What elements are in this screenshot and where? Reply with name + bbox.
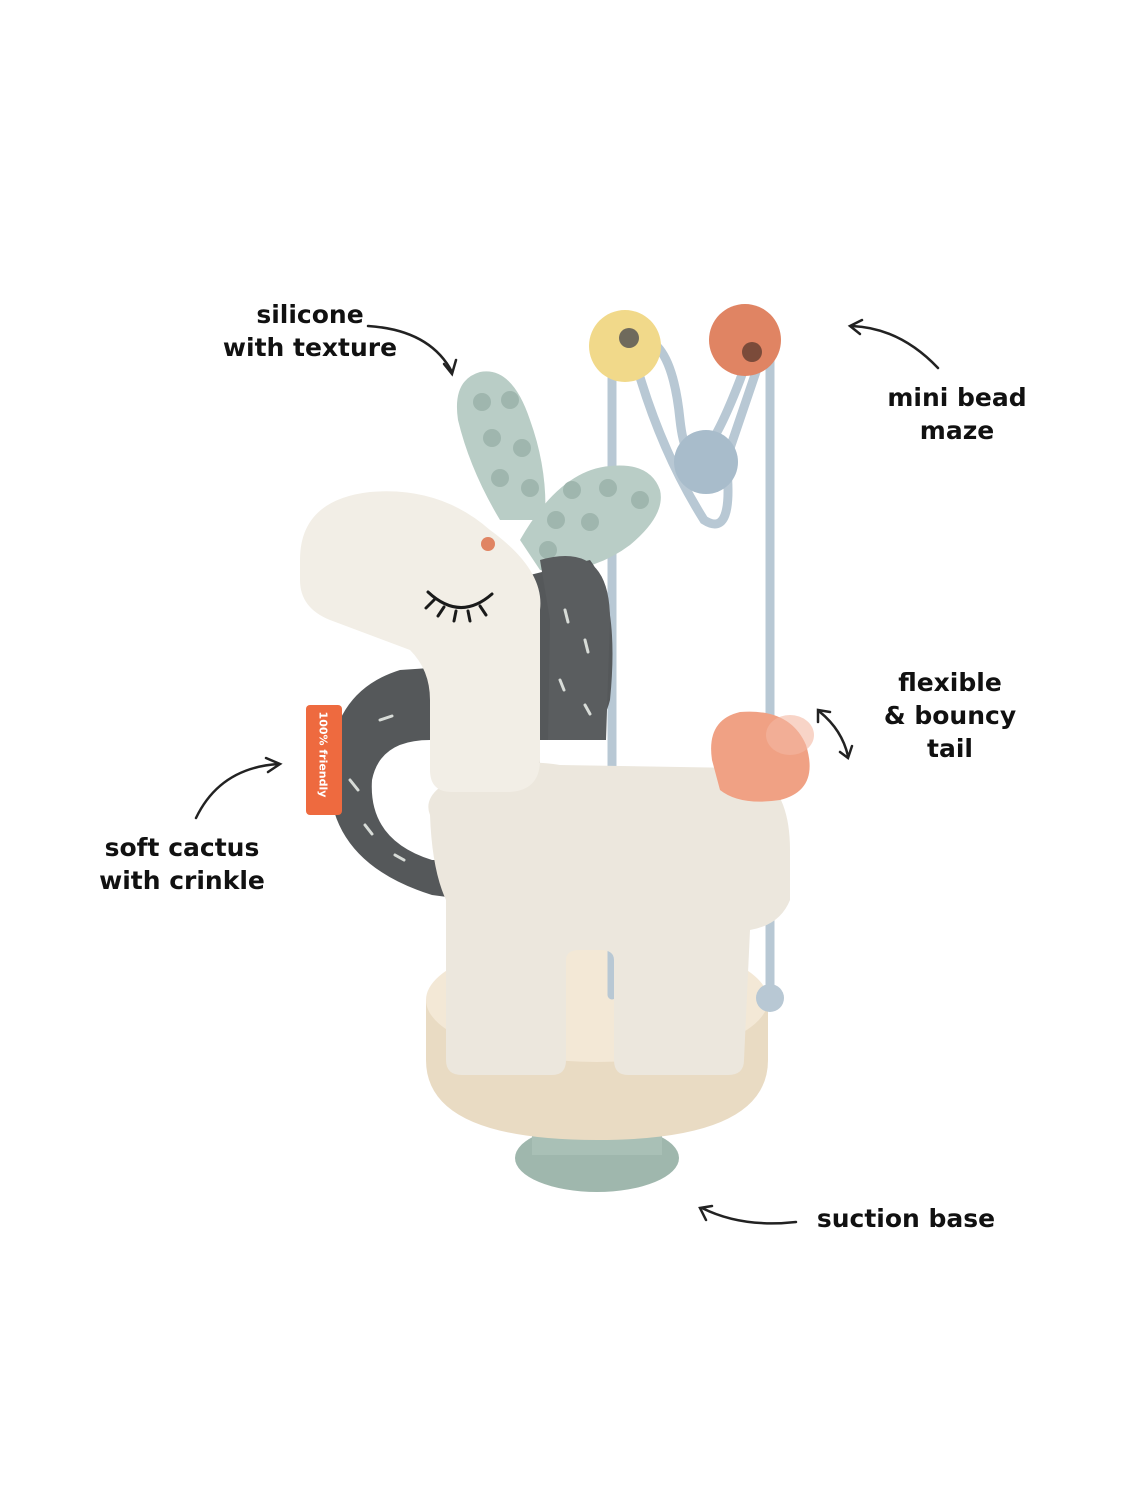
callout-tail-line1: flexible — [898, 668, 1002, 697]
yellow-bead-hole — [619, 328, 639, 348]
llama-head — [300, 491, 541, 792]
wire-foot — [756, 984, 784, 1012]
tail-motion-blur — [766, 715, 814, 755]
soft-cactus-arm — [540, 556, 610, 740]
arrow-bead-maze — [850, 324, 940, 370]
callout-bead-maze: mini bead maze — [872, 381, 1042, 447]
callout-suction-line1: suction base — [816, 1204, 996, 1233]
callout-silicone-line1: silicone — [256, 300, 364, 329]
orange-bead — [709, 304, 781, 376]
arrow-silicone — [366, 324, 454, 374]
cactus-stitches — [348, 608, 592, 862]
arrow-cactus — [194, 762, 280, 820]
blue-bead — [674, 430, 738, 494]
callout-suction: suction base — [806, 1202, 1006, 1235]
silicone-texture-dots — [473, 391, 649, 559]
callout-silicone: silicone with texture — [220, 298, 400, 364]
llama-closed-eye — [424, 590, 494, 623]
callout-bead-maze-line2: maze — [919, 416, 995, 445]
callout-arrows — [194, 318, 940, 1225]
callout-cactus-line1: soft cactus — [104, 833, 260, 862]
callout-tail-line2: & bouncy — [883, 701, 1017, 730]
callout-silicone-line2: with texture — [222, 333, 398, 362]
friendly-tag — [306, 705, 342, 815]
callout-bead-maze-line1: mini bead — [887, 383, 1027, 412]
arrow-tail — [818, 710, 850, 758]
arrow-suction — [700, 1206, 798, 1225]
orange-bead-hole — [742, 342, 762, 362]
llama-nose — [481, 537, 495, 551]
llama-body — [428, 762, 790, 1075]
callout-tail-line3: tail — [927, 734, 973, 763]
friendly-tag-label: 100% friendly — [316, 711, 330, 798]
callout-cactus: soft cactus with crinkle — [82, 831, 282, 897]
callout-cactus-line2: with crinkle — [99, 866, 265, 895]
callout-tail: flexible & bouncy tail — [870, 666, 1030, 765]
